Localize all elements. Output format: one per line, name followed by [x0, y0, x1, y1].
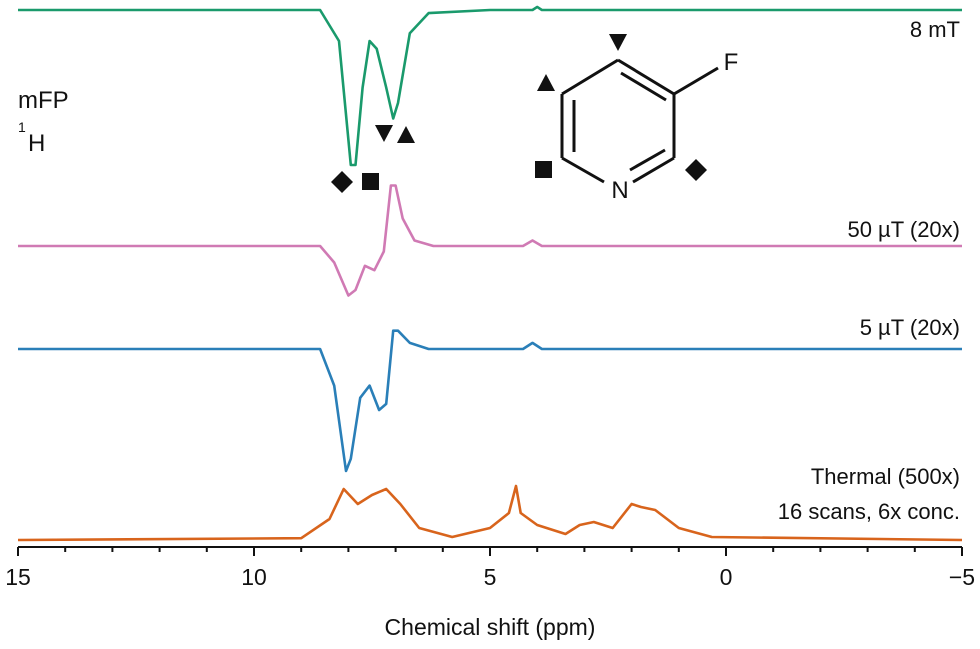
- spectrum-traces: [17, 5, 963, 542]
- square-marker-icon: [362, 173, 379, 190]
- molecule-structure: [560, 58, 719, 184]
- series-line-0: [18, 5, 962, 167]
- triangle-down-position-icon: [609, 34, 627, 51]
- diamond-marker-icon: [331, 171, 353, 193]
- x-axis-title: Chemical shift (ppm): [385, 614, 596, 640]
- triangle-up-position-icon: [537, 74, 555, 91]
- x-tick-label: 5: [484, 564, 497, 590]
- triangle-up-marker-icon: [397, 126, 415, 143]
- x-tick-label: 10: [241, 564, 267, 590]
- series-line-3: [17, 484, 963, 542]
- bond-c4-c3-inner: [620, 71, 667, 102]
- bond-n-c6: [561, 156, 605, 184]
- series-line-1: [18, 184, 962, 297]
- nucleus-mass-annotation: 1: [18, 119, 26, 135]
- bond-c2-n-inner: [629, 148, 666, 172]
- series-label-50ut: 50 µT (20x): [847, 217, 960, 242]
- nitrogen-label: N: [611, 177, 628, 204]
- bond-c5-c4: [561, 58, 619, 96]
- diamond-position-icon: [685, 159, 707, 181]
- series-subtitle-thermal: 16 scans, 6x conc.: [778, 499, 960, 524]
- bond-c2-n: [632, 156, 675, 184]
- series-label-8mt: 8 mT: [910, 17, 960, 42]
- nucleus-annotation: H: [28, 130, 45, 157]
- x-tick-label: 15: [5, 564, 31, 590]
- x-tick-label: −5: [949, 564, 975, 590]
- sample-annotation: mFP: [18, 87, 69, 114]
- x-tick-label: 0: [720, 564, 733, 590]
- peak-markers: [331, 125, 415, 193]
- series-label-thermal: Thermal (500x): [811, 464, 960, 489]
- series-line-2: [18, 329, 962, 473]
- bond-c4-c3: [617, 58, 675, 96]
- fluorine-label: F: [724, 49, 739, 76]
- x-axis: [17, 546, 963, 556]
- triangle-down-marker-icon: [375, 125, 393, 142]
- series-label-5ut: 5 µT (20x): [860, 315, 960, 340]
- bond-c3-f: [673, 66, 719, 96]
- molecule-markers: [535, 34, 707, 181]
- square-position-icon: [535, 161, 552, 178]
